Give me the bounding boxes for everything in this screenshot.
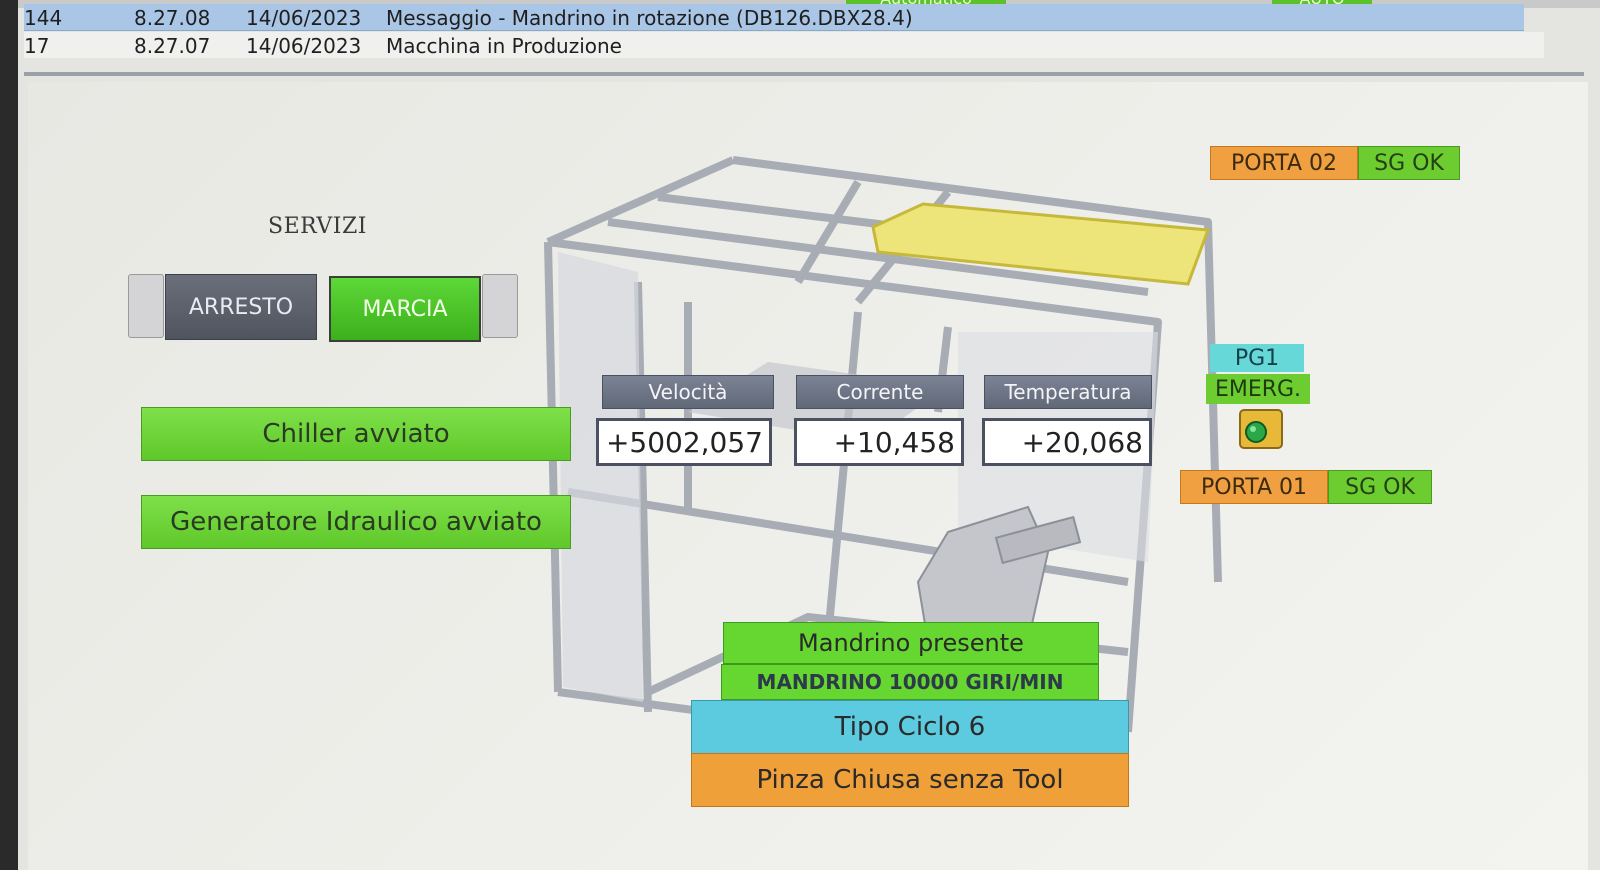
servizi-right-key[interactable]: [482, 274, 518, 338]
tipo-ciclo-status: Tipo Ciclo 6: [691, 700, 1129, 754]
porta-01-status: SG OK: [1328, 470, 1432, 504]
alarm-number: 144: [24, 6, 63, 30]
corrente-value: +10,458: [794, 418, 964, 466]
alarm-date: 14/06/2023: [246, 6, 362, 30]
temperatura-value: +20,068: [982, 418, 1152, 466]
alarm-list-separator: [24, 72, 1584, 76]
emergency-label: EMERG.: [1206, 374, 1310, 404]
temperatura-label: Temperatura: [984, 375, 1152, 409]
hmi-screen: Automatico AUTO 144 8.27.08 14/06/2023 M…: [18, 0, 1600, 870]
alarm-date: 14/06/2023: [246, 34, 362, 58]
pinza-status: Pinza Chiusa senza Tool: [691, 753, 1129, 807]
chiller-status: Chiller avviato: [141, 407, 571, 461]
porta-02-label: PORTA 02: [1210, 146, 1358, 180]
velocita-label: Velocità: [602, 375, 774, 409]
alarm-code: 8.27.07: [134, 34, 211, 58]
mandrino-giri-status: MANDRINO 10000 GIRI/MIN: [721, 664, 1099, 700]
alarm-code: 8.27.08: [134, 6, 211, 30]
velocita-value: +5002,057: [596, 418, 772, 466]
pg1-label: PG1: [1210, 344, 1304, 372]
machine-overview-panel: SERVIZI ARRESTO MARCIA Chiller avviato G…: [28, 82, 1588, 870]
marcia-button[interactable]: MARCIA: [329, 276, 481, 342]
alarm-message: Messaggio - Mandrino in rotazione (DB126…: [386, 6, 913, 30]
porta-02-status: SG OK: [1358, 146, 1460, 180]
alarm-row[interactable]: 144 8.27.08 14/06/2023 Messaggio - Mandr…: [24, 4, 1524, 31]
porta-01-label: PORTA 01: [1180, 470, 1328, 504]
emergency-stop-icon[interactable]: [1238, 408, 1284, 450]
alarm-message: Macchina in Produzione: [386, 34, 622, 58]
generatore-status: Generatore Idraulico avviato: [141, 495, 571, 549]
servizi-title: SERVIZI: [268, 214, 367, 239]
arresto-button[interactable]: ARRESTO: [165, 274, 317, 340]
alarm-row[interactable]: 17 8.27.07 14/06/2023 Macchina in Produz…: [24, 32, 1544, 58]
mandrino-presente-status: Mandrino presente: [723, 622, 1099, 664]
alarm-number: 17: [24, 34, 50, 58]
corrente-label: Corrente: [796, 375, 964, 409]
servizi-left-key[interactable]: [128, 274, 164, 338]
